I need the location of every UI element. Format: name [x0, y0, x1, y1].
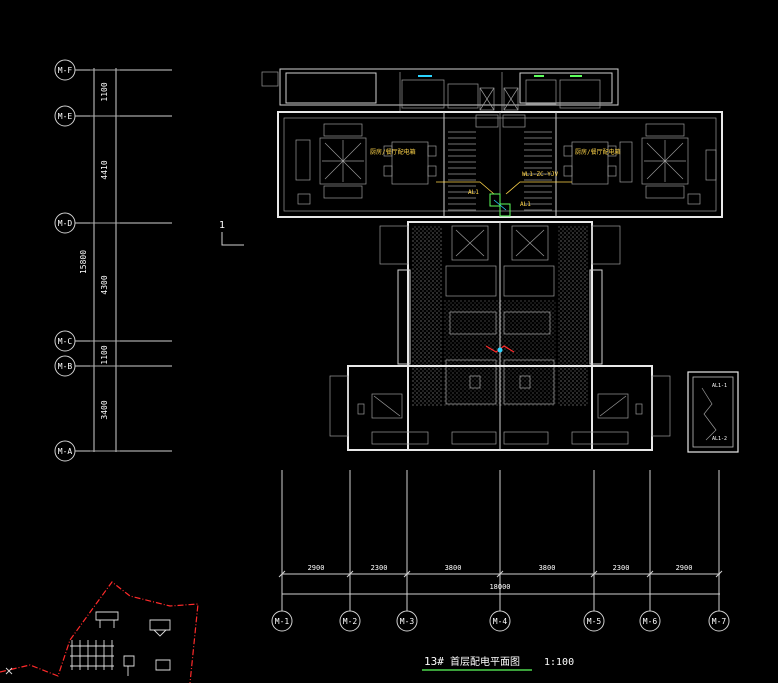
- dim-bottom-2: 2300: [371, 564, 388, 572]
- dim-bottom-4: 3800: [539, 564, 556, 572]
- section-mark-label: 1: [219, 220, 225, 231]
- axis-bubble-me: [54, 105, 76, 127]
- site-plan-fragment: [0, 581, 199, 683]
- title-text: 首层配电平面图: [450, 655, 520, 668]
- dim-left-2: 4410: [100, 160, 109, 179]
- bottom-axis: 2900 2300 3800 3800 2300 2900 18000 M-1 …: [271, 470, 730, 632]
- grid-line: [403, 570, 411, 578]
- electrical-overlay: 厨房/餐厅配电箱 厨房/餐厅配电箱 WL1-ZC-YJV AL1 AL1: [370, 75, 621, 353]
- grid-line: [496, 570, 504, 578]
- axis-bubble-ma: [54, 440, 76, 462]
- axis-label-mf: M-F: [58, 66, 73, 75]
- axis-bubble-m2: [339, 610, 361, 632]
- axis-label-m5: M-5: [587, 617, 602, 626]
- axis-bubble-m1: [271, 610, 293, 632]
- axis-bubble-m3: [396, 610, 418, 632]
- dim-bottom-6: 2900: [676, 564, 693, 572]
- drawing-title: 13# 首层配电平面图 1:100: [422, 655, 574, 671]
- note-right-unit: 厨房/餐厅配电箱: [575, 148, 621, 156]
- axis-bubble-m5: [583, 610, 605, 632]
- panel-top-label: AL1-1: [712, 383, 727, 389]
- dim-left-1: 1100: [100, 82, 109, 101]
- dim-bottom-3: 3800: [445, 564, 462, 572]
- title-scale: 1:100: [544, 657, 574, 668]
- dim-bottom-total: 18000: [489, 583, 510, 591]
- axis-bubble-mc: [54, 330, 76, 352]
- panel-bottom-label: AL1-2: [712, 436, 727, 442]
- grid-line: [346, 570, 354, 578]
- grid-line: [278, 570, 286, 578]
- panel-box-2: [499, 203, 511, 217]
- axis-label-m2: M-2: [343, 617, 358, 626]
- axis-label-md: M-D: [58, 219, 73, 228]
- axis-label-m1: M-1: [275, 617, 290, 626]
- axis-bubble-mb: [54, 355, 76, 377]
- dim-left-total: 15800: [79, 250, 88, 274]
- dim-bottom-1: 2900: [308, 564, 325, 572]
- axis-bubble-m4: [489, 610, 511, 632]
- panel-box-1: [489, 193, 501, 207]
- axis-bubble-m7: [708, 610, 730, 632]
- note-al-right: AL1: [520, 201, 531, 208]
- dim-bottom-5: 2300: [613, 564, 630, 572]
- axis-label-me: M-E: [58, 112, 73, 121]
- axis-label-m7: M-7: [712, 617, 727, 626]
- grid-line: [646, 570, 654, 578]
- note-left-unit: 厨房/餐厅配电箱: [370, 148, 416, 156]
- floor-plan: [261, 68, 723, 451]
- grid-line: [715, 570, 723, 578]
- dim-left-3: 4300: [100, 275, 109, 294]
- note-al-left: AL1: [468, 189, 479, 196]
- dim-left-5: 3400: [100, 400, 109, 419]
- axis-label-m4: M-4: [493, 617, 508, 626]
- axis-label-mc: M-C: [58, 337, 73, 346]
- axis-label-ma: M-A: [58, 447, 73, 456]
- axis-label-m6: M-6: [643, 617, 658, 626]
- axis-bubble-md: [54, 212, 76, 234]
- axis-label-mb: M-B: [58, 362, 73, 371]
- note-cable: WL1-ZC-YJV: [522, 171, 559, 178]
- left-axis: 1100 4410 4300 1100 3400 15800 M-F M-E M…: [54, 59, 172, 462]
- axis-bubble-mf: [54, 59, 76, 81]
- grid-line: [590, 570, 598, 578]
- panel-detail-box: AL1-1 AL1-2: [687, 371, 739, 453]
- dim-left-4: 1100: [100, 345, 109, 364]
- title-number: 13#: [424, 655, 444, 668]
- section-mark: 1: [219, 220, 244, 246]
- axis-label-m3: M-3: [400, 617, 415, 626]
- axis-bubble-m6: [639, 610, 661, 632]
